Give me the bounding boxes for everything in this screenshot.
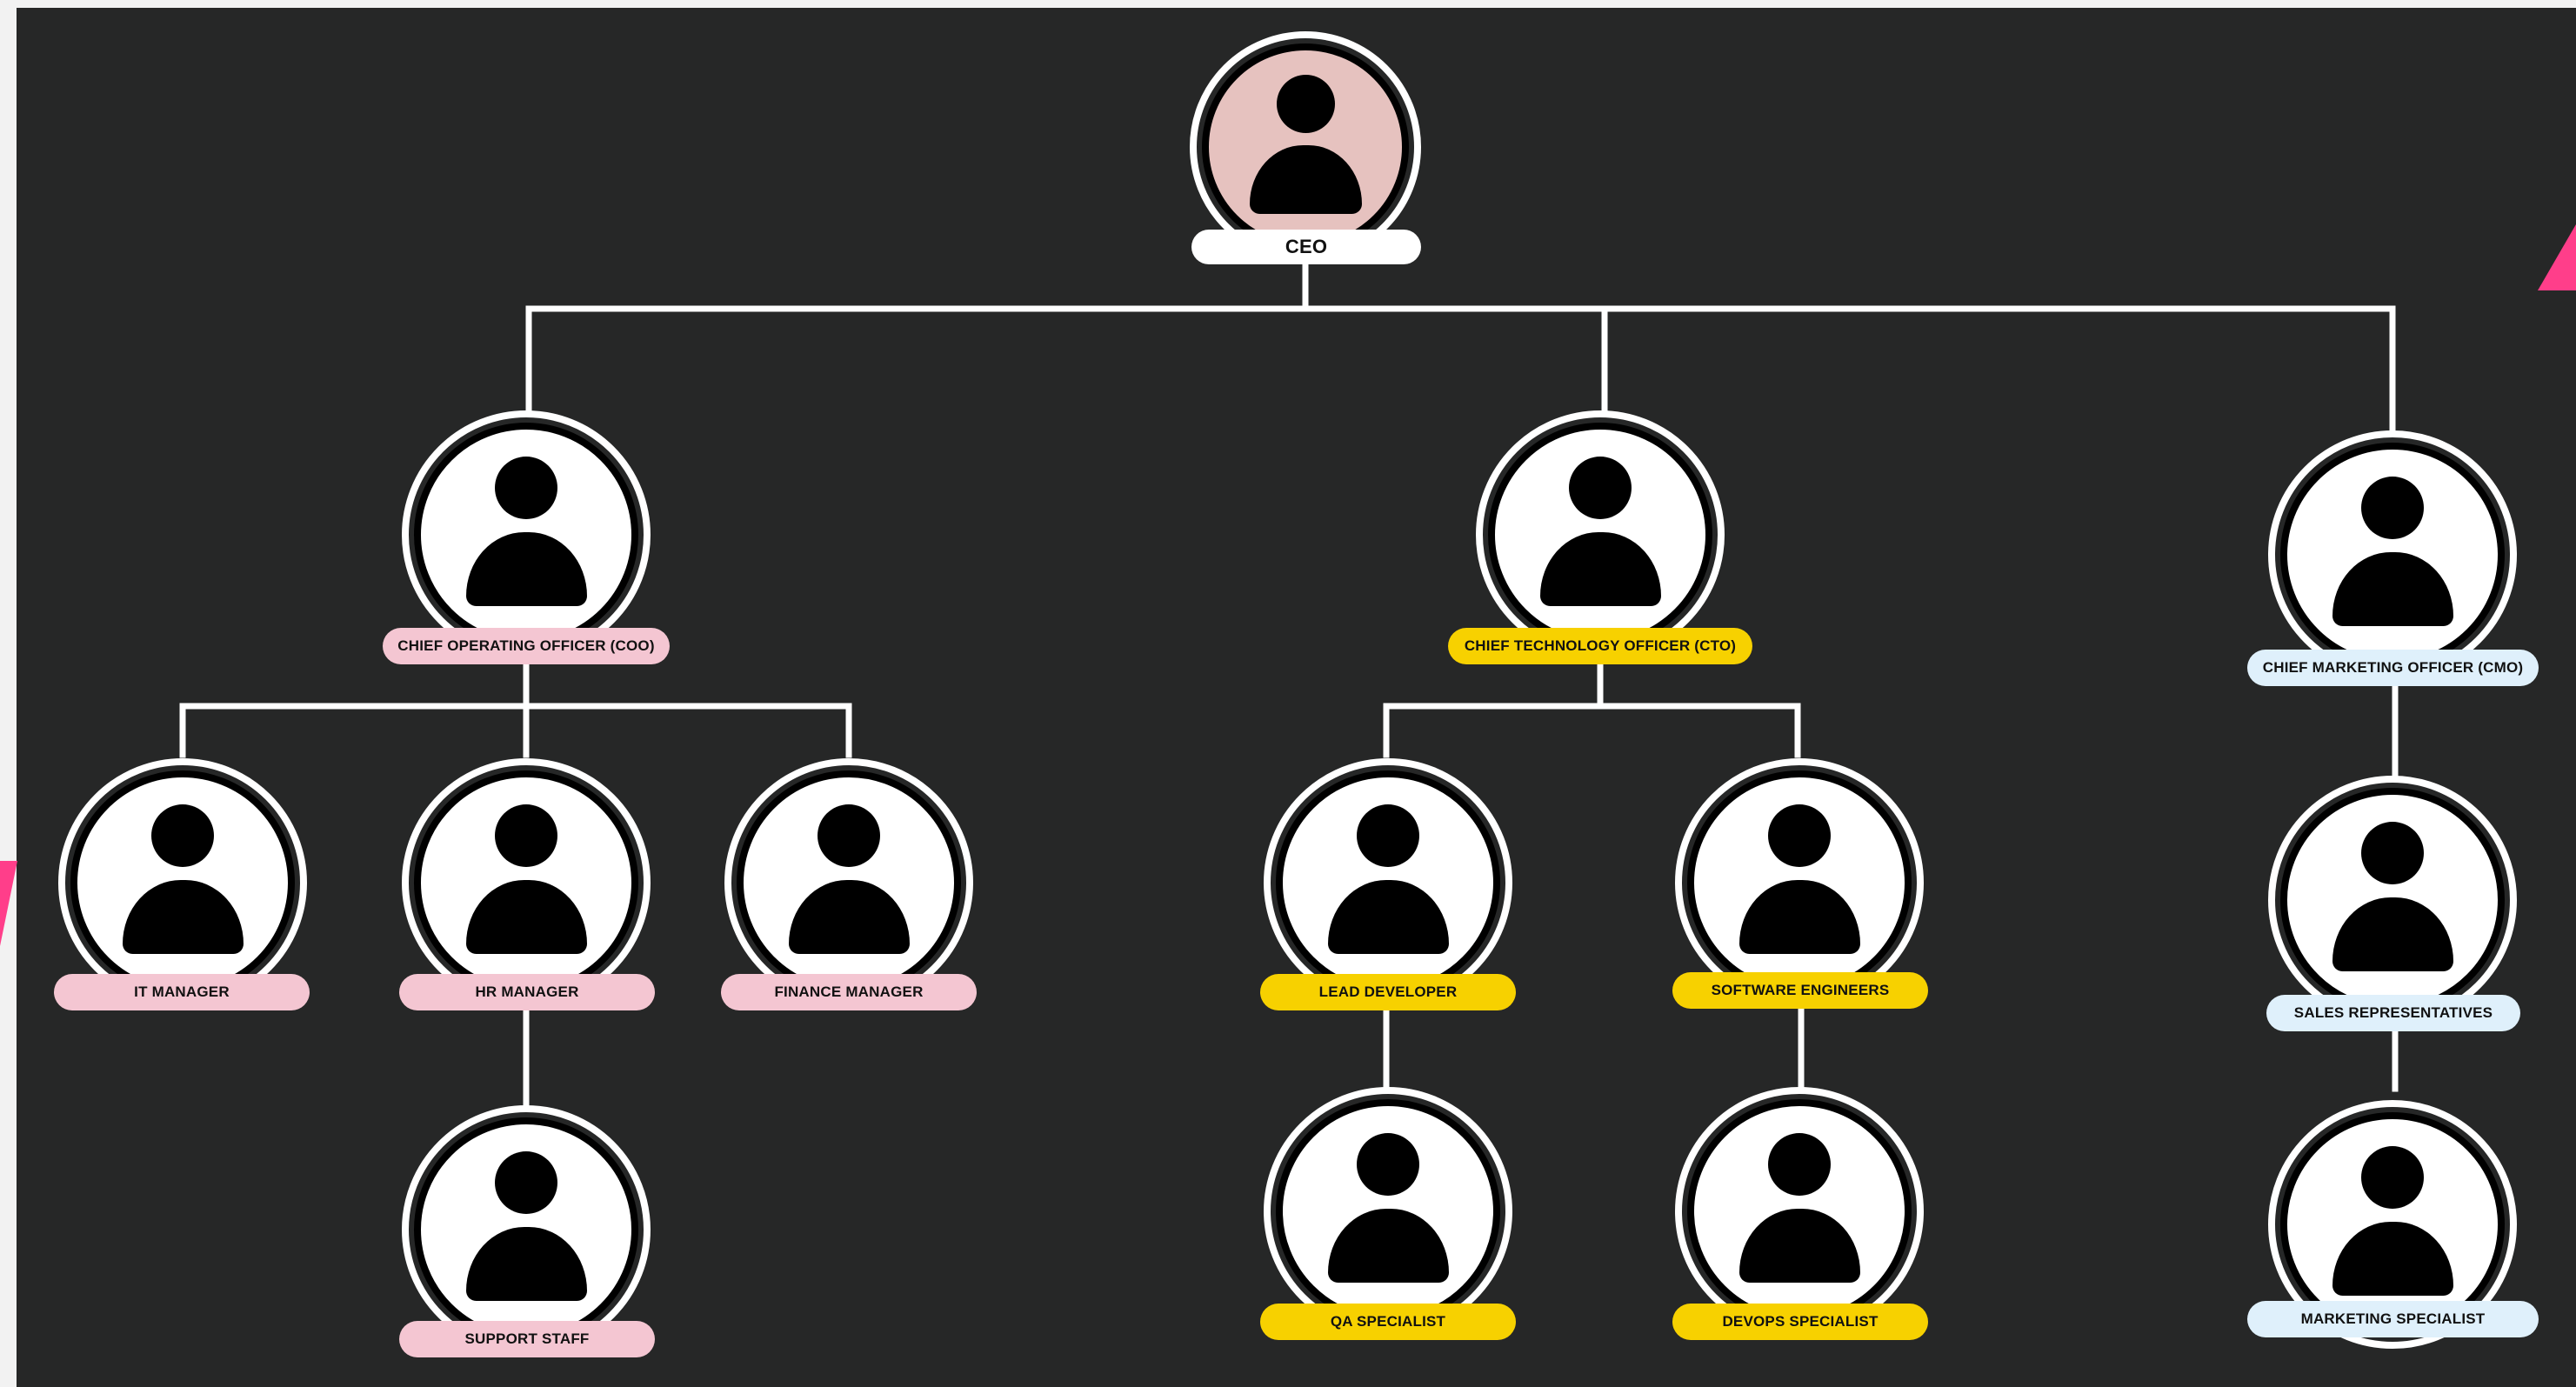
support-staff-title-label: SUPPORT STAFF xyxy=(399,1321,655,1357)
hr-manager-avatar xyxy=(414,770,638,995)
person-icon xyxy=(2287,450,2498,660)
person-icon xyxy=(1495,430,1705,640)
person-icon xyxy=(421,1124,631,1335)
person-icon xyxy=(421,777,631,988)
coo-avatar xyxy=(414,423,638,647)
hr-manager-title-label: HR MANAGER xyxy=(399,974,655,1010)
qa-specialist-title-label: QA SPECIALIST xyxy=(1260,1304,1516,1340)
software-engineers-avatar xyxy=(1687,770,1912,995)
person-icon xyxy=(1694,1106,1905,1317)
person-icon xyxy=(77,777,288,988)
it-manager-title-label: IT MANAGER xyxy=(54,974,310,1010)
ceo-title-label: CEO xyxy=(1191,230,1421,264)
marketing-specialist-avatar xyxy=(2280,1112,2505,1337)
ceo-connector xyxy=(525,257,2396,433)
coo-title-label: CHIEF OPERATING OFFICER (COO) xyxy=(383,628,670,664)
person-icon xyxy=(744,777,954,988)
cmo-title-label: CHIEF MARKETING OFFICER (CMO) xyxy=(2247,650,2539,686)
cto-avatar xyxy=(1488,423,1712,647)
cto-title-label: CHIEF TECHNOLOGY OFFICER (CTO) xyxy=(1448,628,1752,664)
person-icon xyxy=(421,430,631,640)
coo-connector xyxy=(179,653,852,758)
accent-triangle-left xyxy=(0,861,17,946)
devops-specialist-title-label: DEVOPS SPECIALIST xyxy=(1672,1304,1928,1340)
marketing-specialist-title-label: MARKETING SPECIALIST xyxy=(2247,1301,2539,1337)
person-icon xyxy=(2287,795,2498,1005)
software-engineers-title-label: SOFTWARE ENGINEERS xyxy=(1672,972,1928,1009)
finance-manager-avatar xyxy=(737,770,961,995)
qa-specialist-avatar xyxy=(1276,1099,1500,1324)
lead-developer-title-label: LEAD DEVELOPER xyxy=(1260,974,1516,1010)
person-icon xyxy=(2287,1119,2498,1330)
ceo-avatar xyxy=(1202,43,1409,250)
person-icon xyxy=(1283,1106,1493,1317)
sales-representatives-title-label: SALES REPRESENTATIVES xyxy=(2266,995,2520,1031)
finance-manager-title-label: FINANCE MANAGER xyxy=(721,974,977,1010)
marketing-specialist-avatar-ring xyxy=(2268,1100,2517,1349)
cto-connector xyxy=(1383,653,1801,758)
person-icon xyxy=(1283,777,1493,988)
cmo-avatar xyxy=(2280,443,2505,667)
person-icon xyxy=(1694,777,1905,988)
lead-developer-avatar xyxy=(1276,770,1500,995)
accent-triangle-right xyxy=(2538,224,2576,290)
support-staff-avatar xyxy=(414,1117,638,1342)
it-manager-avatar xyxy=(70,770,295,995)
devops-specialist-avatar xyxy=(1687,1099,1912,1324)
person-icon xyxy=(1209,50,1402,243)
sales-representatives-avatar xyxy=(2280,788,2505,1012)
